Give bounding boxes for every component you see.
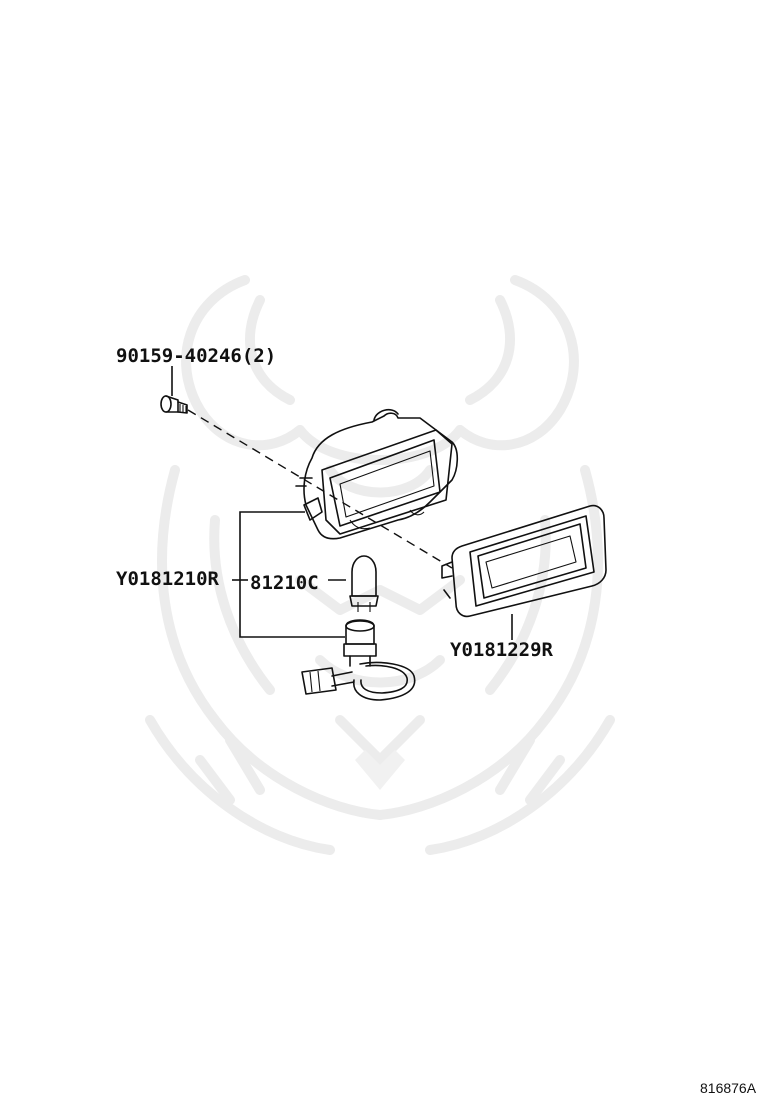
bulb-part [349,555,379,612]
assembly-bracket-line [239,511,345,638]
side-lamp-assembly [295,408,459,540]
alignment-dashed-line [187,409,453,569]
socket-wire-part [301,619,416,701]
bezel-part-number: Y0181229R [450,639,554,661]
bulb-part-number: 81210C [250,572,319,594]
diagram-id: 816876A [700,1080,757,1096]
screw-part-number: 90159-40246(2) [116,345,276,367]
lamp-assy-part-number: Y0181210R [116,568,220,590]
screw-part [160,395,188,414]
lamp-bezel-part [441,504,607,618]
